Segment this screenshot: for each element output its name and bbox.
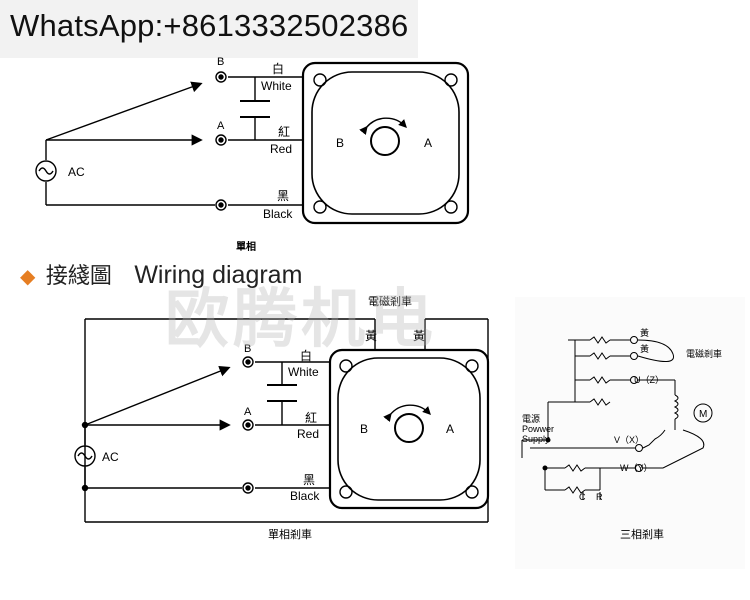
brake-motor-inner <box>337 357 481 501</box>
tp-terminal-yellow1 <box>630 336 638 344</box>
brake-mount-hole <box>339 359 353 373</box>
top-label-red-en: Red <box>270 142 292 156</box>
top-caption: 單相 <box>236 240 256 253</box>
top-motor-inner <box>311 71 460 215</box>
brake-label-yellow1: 黃 <box>365 329 377 343</box>
top-terminal-black <box>215 199 227 211</box>
brake-motor-shaft <box>394 413 424 443</box>
top-rotation-arrow <box>359 117 407 135</box>
brake-diagram <box>74 318 490 523</box>
brake-label-white-en: White <box>288 365 319 379</box>
top-label-red-zh: 紅 <box>278 125 290 139</box>
tp-label-c: C <box>579 492 586 502</box>
tp-terminal-u <box>630 376 638 384</box>
top-mount-hole <box>313 73 327 87</box>
top-diagram-labels: B A 白 White 紅 Red 黑 Black AC B A 單相 <box>68 56 432 253</box>
top-terminal-a <box>215 134 227 146</box>
brake-diagram-labels: 電磁剎車 黃 黃 B A 白 White 紅 Red 黑 Black AC B … <box>102 294 454 541</box>
top-motor-shaft <box>370 126 400 156</box>
tp-winding-w <box>643 429 705 469</box>
three-phase-labels: 黃 黃 電磁剎車 U（Z） V（X） W（Y） 電源 Powwer Supply… <box>522 327 722 541</box>
brake-mount-hole <box>465 485 479 499</box>
tp-winding-u <box>673 394 679 420</box>
tp-label-power-en1: Powwer <box>522 424 554 434</box>
top-label-b: B <box>217 56 224 68</box>
top-rotation-b: B <box>336 136 344 150</box>
brake-terminal-black <box>242 482 254 494</box>
tp-label-motor: M <box>699 409 707 420</box>
brake-label-yellow2: 黃 <box>413 329 425 343</box>
brake-rotation-arrow <box>383 404 431 422</box>
tp-label-w: W（Y） <box>620 463 653 473</box>
three-phase-panel <box>515 297 745 569</box>
top-motor-body <box>301 61 470 225</box>
top-mount-hole <box>313 200 327 214</box>
top-mount-hole <box>444 200 458 214</box>
tp-label-power-en2: Supply <box>522 434 550 444</box>
tp-terminal-yellow2 <box>630 352 638 360</box>
top-mount-hole <box>444 73 458 87</box>
top-rotation-a: A <box>424 136 432 150</box>
brake-label-red-en: Red <box>297 427 319 441</box>
brake-ac-source-icon <box>74 445 96 467</box>
top-terminal-b <box>215 71 227 83</box>
tp-caption: 三相剎車 <box>620 527 664 541</box>
top-label-white-zh: 白 <box>272 61 284 76</box>
whatsapp-banner: WhatsApp:+8613332502386 <box>0 0 418 58</box>
tp-terminal-w <box>635 464 643 472</box>
brake-terminal-a <box>242 419 254 431</box>
top-label-black-en: Black <box>263 207 293 221</box>
diamond-bullet-icon: ◆ <box>20 266 36 288</box>
brake-label-ac: AC <box>102 450 119 464</box>
brake-label-b: B <box>244 343 251 355</box>
brake-mount-hole <box>339 485 353 499</box>
top-label-ac: AC <box>68 165 85 179</box>
top-label-a: A <box>217 120 225 132</box>
brake-terminal-b <box>242 356 254 368</box>
brake-motor-body <box>328 348 490 510</box>
tp-label-yellow2: 黃 <box>640 343 649 355</box>
whatsapp-contact: WhatsApp:+8613332502386 <box>10 8 409 43</box>
tp-label-yellow1: 黃 <box>640 327 649 339</box>
heading-zh: 接綫圖 <box>45 264 112 289</box>
brake-mount-hole <box>465 359 479 373</box>
top-label-black-zh: 黑 <box>277 189 289 203</box>
brake-label-black-zh: 黑 <box>303 473 315 487</box>
brake-label-a: A <box>244 406 252 418</box>
brake-label-red-zh: 紅 <box>305 411 317 425</box>
top-diagram <box>35 61 470 225</box>
brake-label-white-zh: 白 <box>300 348 312 363</box>
tp-label-power-zh: 電源 <box>522 414 540 425</box>
tp-brake-coil <box>637 339 675 362</box>
heading-en: Wiring diagram <box>134 261 303 289</box>
tp-label-r: R <box>596 492 603 502</box>
top-ac-source-icon <box>35 160 57 182</box>
brake-caption: 單相剎車 <box>268 527 312 541</box>
tp-terminal-v <box>635 444 643 452</box>
tp-motor-icon <box>693 403 713 423</box>
tp-label-v: V（X） <box>614 435 644 445</box>
brake-rotation-a: A <box>446 422 454 436</box>
brake-rotation-b: B <box>360 422 368 436</box>
brake-label-black-en: Black <box>290 489 320 503</box>
tp-label-u: U（Z） <box>634 375 664 385</box>
brake-label-brake: 電磁剎車 <box>368 294 412 308</box>
top-label-white-en: White <box>261 79 292 93</box>
tp-winding-v <box>642 429 666 449</box>
tp-label-brake: 電磁剎車 <box>686 348 722 360</box>
three-phase-diagram <box>521 336 713 500</box>
wiring-heading: ◆ 接綫圖 Wiring diagram <box>20 258 302 290</box>
